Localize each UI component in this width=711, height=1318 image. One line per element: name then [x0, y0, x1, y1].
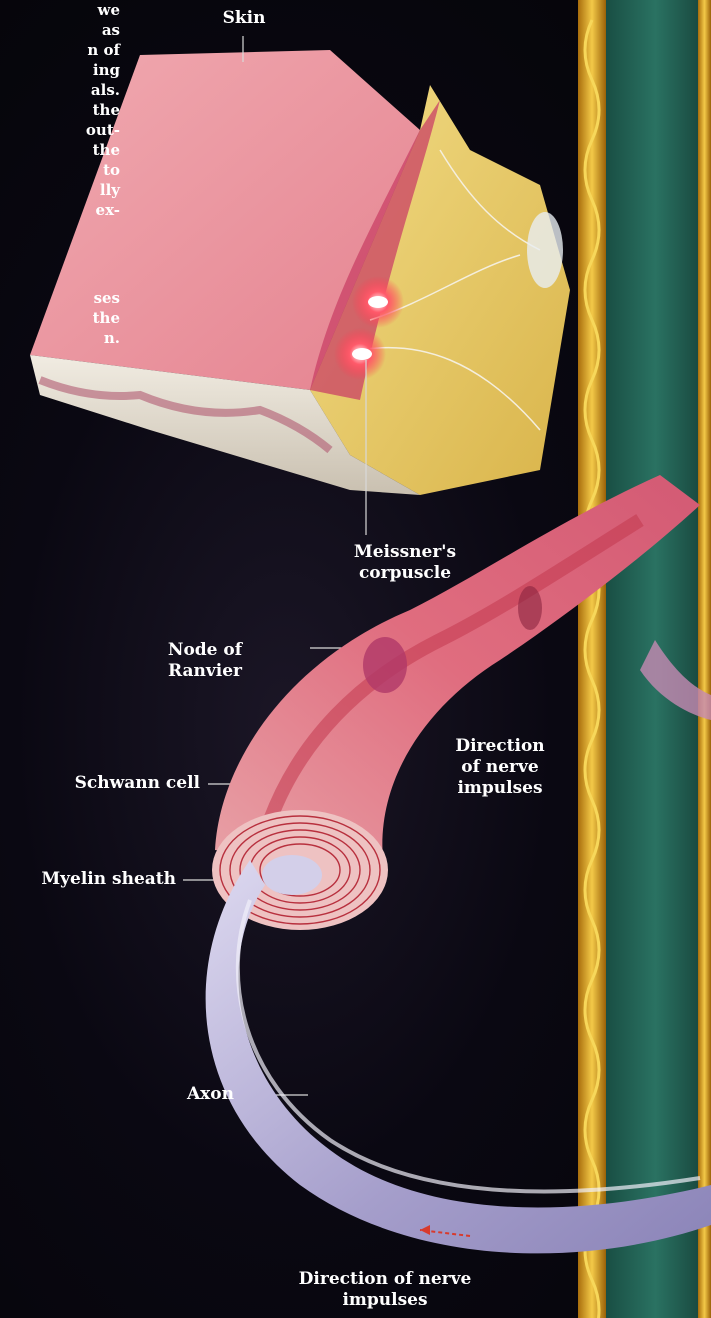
side-text-line: n. [0, 328, 120, 348]
label-direction-of-nerve-impulses-bottom: Direction of nerve impulses [280, 1269, 490, 1311]
label-skin-text: Skin [223, 8, 266, 28]
label-meissners-line1: Meissner's [340, 542, 470, 563]
label-meissners-line2: corpuscle [340, 563, 470, 584]
label-direction-of-nerve-impulses-right: Direction of nerve impulses [440, 736, 560, 799]
label-axon-text: Axon [187, 1084, 234, 1104]
side-text-line: out- [0, 120, 120, 140]
side-text-line: lly [0, 180, 120, 200]
label-myelin-text: Myelin sheath [41, 869, 176, 889]
side-text-line: the [0, 100, 120, 120]
side-text-line: the [0, 140, 120, 160]
side-text-line: ses [0, 288, 120, 308]
side-text-line: the [0, 308, 120, 328]
label-direction-right-line1: Direction [440, 736, 560, 757]
side-text-column: we as n of ing als. the out- the to lly … [0, 0, 120, 348]
side-text-line: als. [0, 80, 120, 100]
label-direction-right-line2: of nerve [440, 757, 560, 778]
label-meissners-corpuscle: Meissner's corpuscle [340, 542, 470, 584]
label-myelin-sheath: Myelin sheath [0, 869, 176, 890]
label-node-line2: Ranvier [150, 661, 260, 682]
side-text-line: n of [0, 40, 120, 60]
label-node-line1: Node of [150, 640, 260, 661]
label-skin: Skin [215, 8, 273, 29]
side-text-line: as [0, 20, 120, 40]
label-schwann-cell: Schwann cell [0, 773, 200, 794]
label-direction-bottom-line1: Direction of nerve [280, 1269, 490, 1290]
label-direction-right-line3: impulses [440, 778, 560, 799]
decorative-border [578, 0, 711, 1318]
side-text-line: ing [0, 60, 120, 80]
side-text-line: we [0, 0, 120, 20]
label-axon: Axon [130, 1084, 234, 1105]
label-node-of-ranvier: Node of Ranvier [150, 640, 260, 682]
side-text-line: to [0, 160, 120, 180]
label-schwann-text: Schwann cell [75, 773, 200, 793]
side-text-line: ex- [0, 200, 120, 220]
label-direction-bottom-line2: impulses [280, 1290, 490, 1311]
